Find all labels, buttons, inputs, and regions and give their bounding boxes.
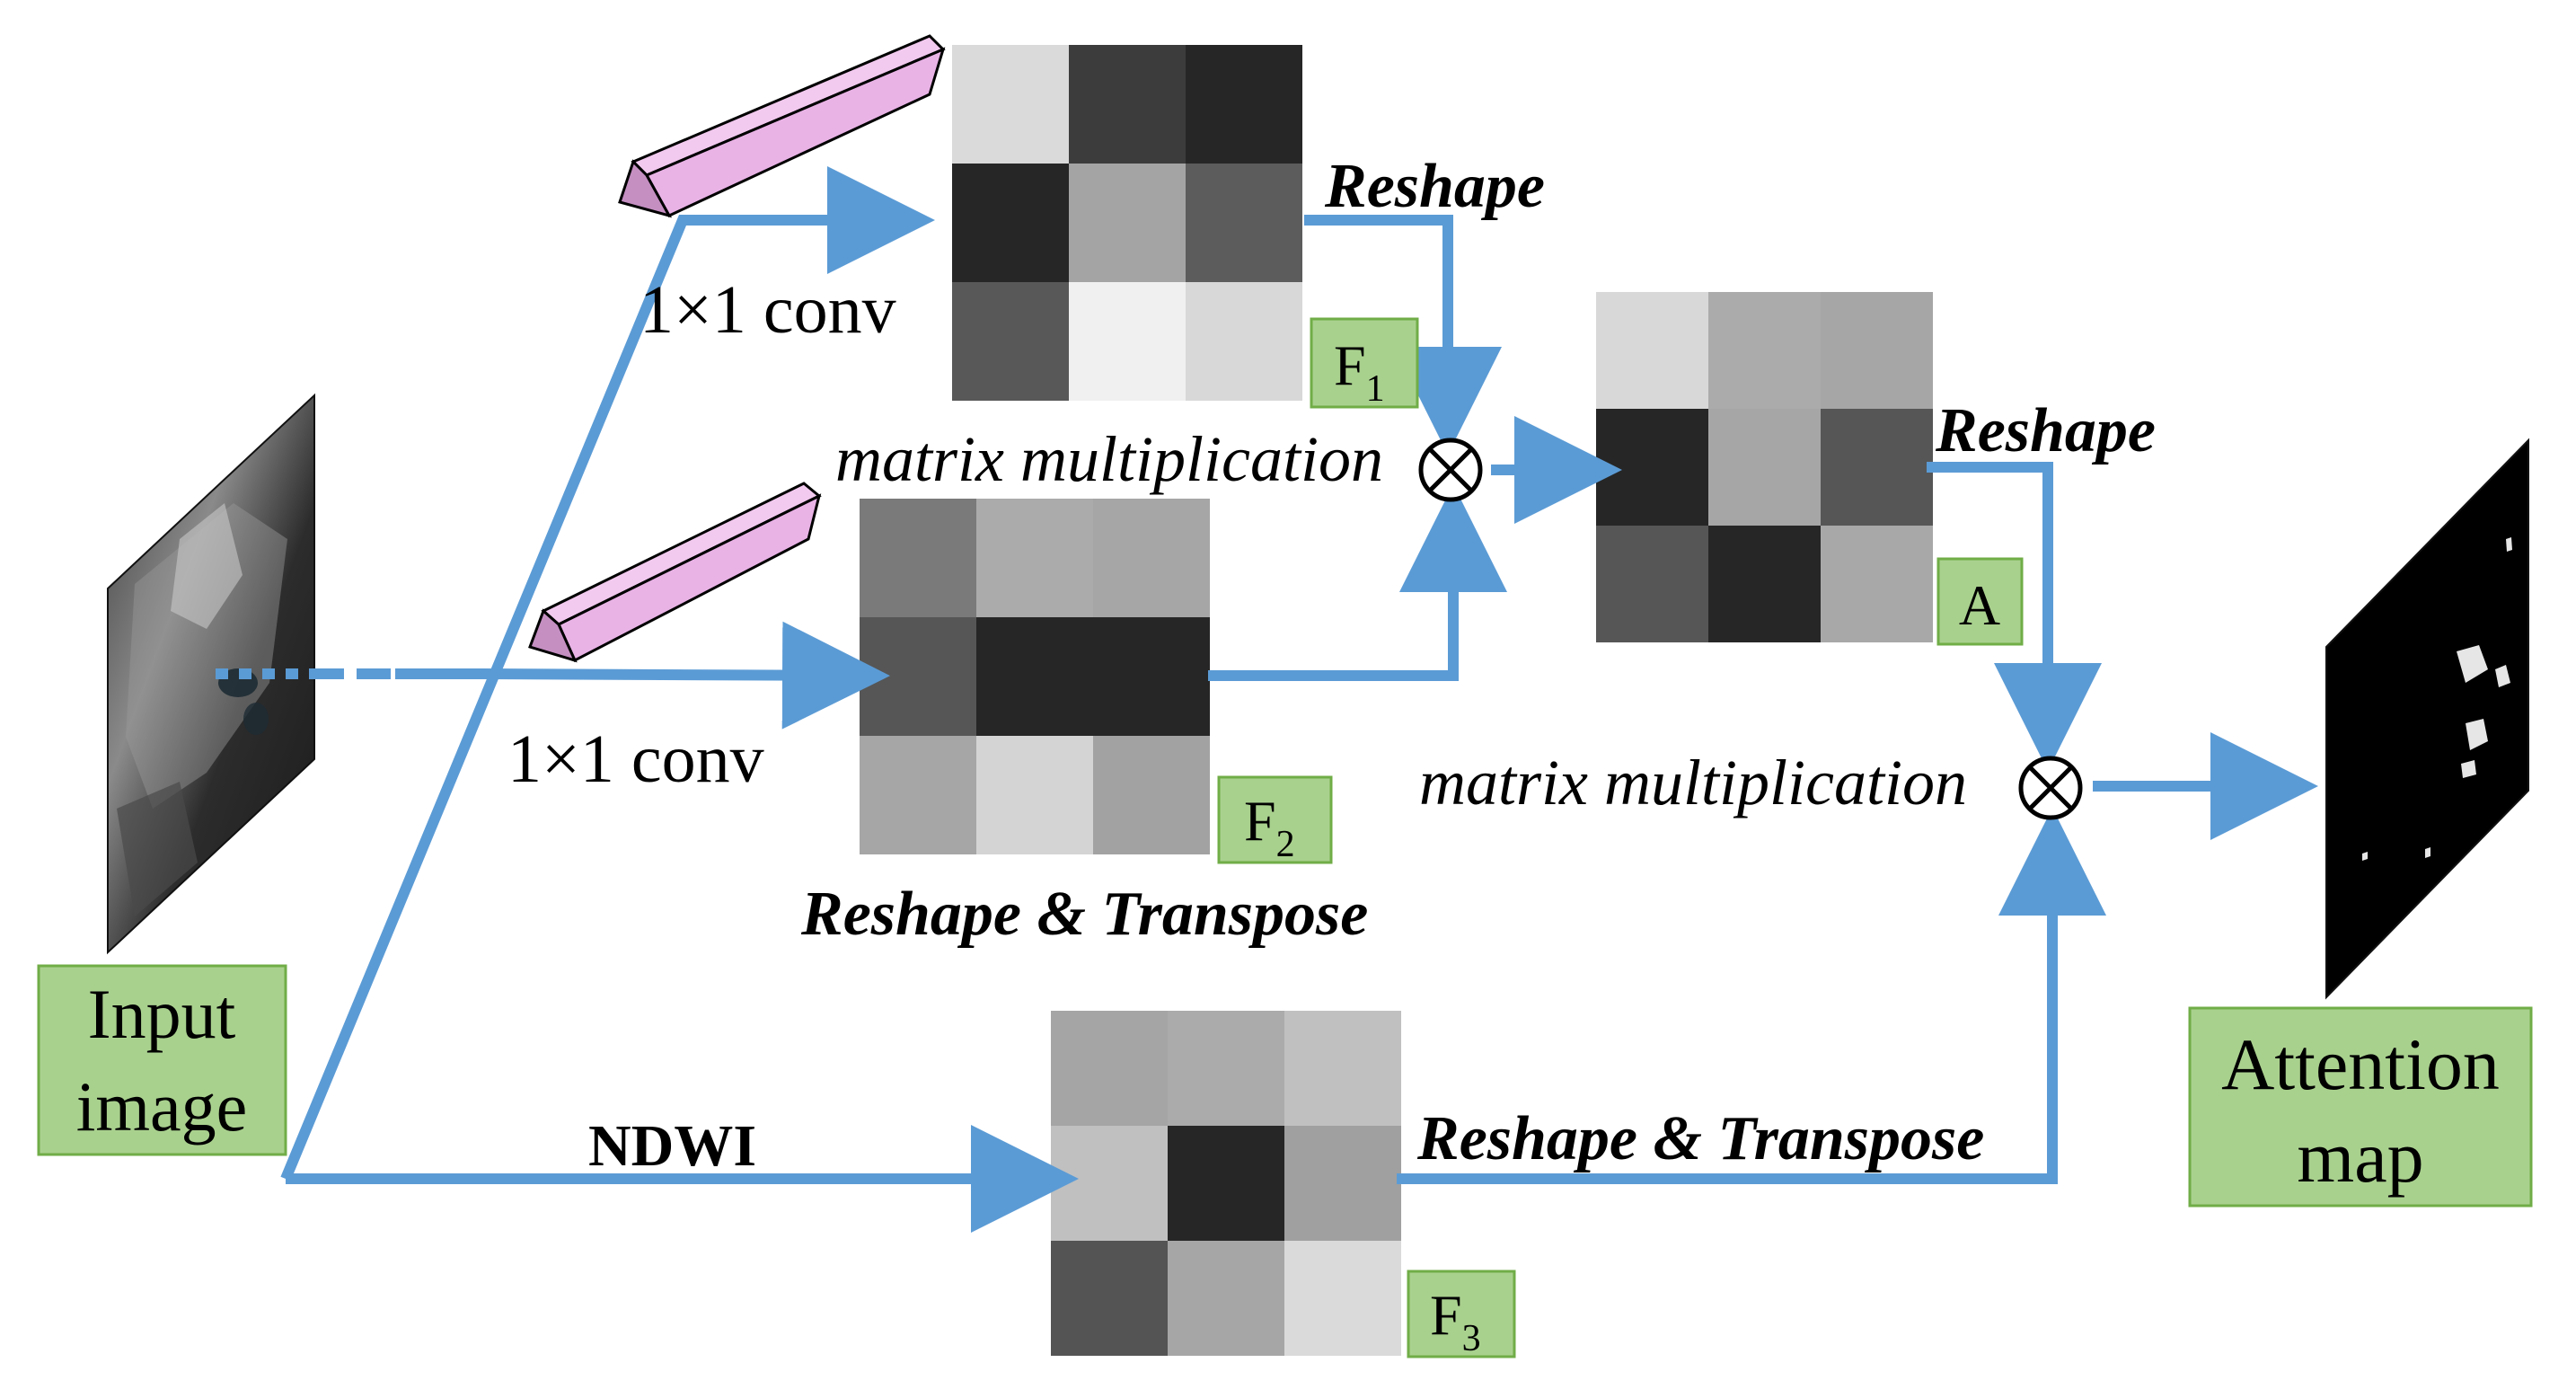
matrix-f1-cell	[1186, 45, 1302, 164]
matrix-f1-cell	[952, 282, 1069, 401]
a-label: A	[1959, 573, 2000, 637]
matrix-f1-cell	[952, 45, 1069, 164]
matrix-f2-cell	[976, 736, 1093, 854]
conv-top-label: 1×1 conv	[640, 272, 896, 348]
matrix-a-cell	[1596, 526, 1708, 642]
svg-text:F3: F3	[1430, 1283, 1481, 1359]
matrix-a	[1596, 292, 1933, 642]
conv-mid-label: 1×1 conv	[507, 721, 764, 797]
matrix-f3-cell	[1051, 1241, 1168, 1356]
matrix-f2-cell	[976, 617, 1093, 736]
arrow-f1-to-matmul1	[1304, 215, 1502, 455]
svg-text:F1: F1	[1334, 333, 1385, 410]
matrix-f3-cell	[1168, 1011, 1284, 1126]
input-image-label-line2: image	[76, 1067, 248, 1146]
matrix-f3-cell	[1284, 1126, 1401, 1241]
matmul-1-label: matrix multiplication	[835, 423, 1383, 495]
a-label-box: A	[1936, 557, 2024, 646]
attention-map-tile	[2325, 438, 2529, 1000]
attention-map-label-box: Attention map	[2188, 1006, 2533, 1208]
f1-label-base: F	[1334, 333, 1366, 397]
matrix-a-cell	[1708, 409, 1821, 526]
matrix-a-cell	[1708, 292, 1821, 409]
matrix-f2-cell	[1093, 499, 1210, 617]
matrix-f3-cell	[1168, 1241, 1284, 1356]
connectors	[216, 166, 2318, 1233]
matmul-operator-1	[1418, 438, 1483, 502]
matrix-f2-cell	[860, 499, 976, 617]
matrix-f3-cell	[1051, 1126, 1168, 1241]
reshape-transpose-f3-label: Reshape & Transpose	[1416, 1104, 1984, 1173]
arrow-a-to-matmul2	[1927, 462, 2102, 771]
f2-label-box: F2	[1217, 775, 1333, 865]
attention-map-label-line2: map	[2297, 1116, 2423, 1198]
matrix-f3-cell	[1284, 1241, 1401, 1356]
reshape-f1-label: Reshape	[1324, 152, 1545, 221]
input-image-tile	[107, 393, 315, 955]
f1-label-box: F1	[1310, 317, 1419, 410]
ndwi-label: NDWI	[588, 1113, 756, 1179]
matrix-f2-cell	[1093, 736, 1210, 854]
matrix-f2-cell	[976, 499, 1093, 617]
matrix-f2-cell	[1093, 617, 1210, 736]
matrix-f3	[1051, 1011, 1401, 1356]
matrix-f2-cell	[860, 736, 976, 854]
matrix-f2-cell	[860, 617, 976, 736]
matrix-f1-cell	[1069, 164, 1186, 282]
matrix-f1	[952, 45, 1302, 401]
arrow-f2-to-matmul1	[1208, 484, 1507, 681]
f2-label-sub: 2	[1276, 824, 1295, 865]
arrow-input-to-f1	[280, 166, 935, 1181]
matrix-f1-cell	[952, 164, 1069, 282]
matrix-a-cell	[1821, 526, 1933, 642]
matrix-f3-cell	[1168, 1126, 1284, 1241]
matrix-f1-cell	[1186, 282, 1302, 401]
f1-label-sub: 1	[1366, 368, 1385, 410]
f3-label-sub: 3	[1462, 1318, 1481, 1359]
arrow-f3-to-matmul2	[1397, 808, 2106, 1184]
f3-label-box: F3	[1407, 1270, 1516, 1359]
arrow-input-to-f2	[395, 621, 890, 730]
input-image-label-line1: Input	[88, 975, 236, 1053]
matrix-a-cell	[1596, 409, 1708, 526]
f2-label-base: F	[1244, 789, 1276, 853]
svg-text:F2: F2	[1244, 789, 1295, 865]
reshape-a-label: Reshape	[1935, 396, 2156, 465]
matrix-a-cell	[1708, 526, 1821, 642]
matmul-2-label: matrix multiplication	[1419, 747, 1967, 818]
matrix-f3-cell	[1284, 1011, 1401, 1126]
matrix-f1-cell	[1069, 282, 1186, 401]
matrix-f1-cell	[1069, 45, 1186, 164]
matrix-f3-cell	[1051, 1011, 1168, 1126]
matrix-a-cell	[1821, 409, 1933, 526]
attention-map-label-line1: Attention	[2221, 1023, 2500, 1105]
input-image-label-box: Input image	[37, 964, 287, 1156]
reshape-transpose-f2-label: Reshape & Transpose	[800, 880, 1368, 949]
matrix-f2	[860, 499, 1210, 854]
conv-block-mid	[528, 482, 822, 663]
conv-block-top	[618, 34, 946, 218]
matrix-a-cell	[1821, 292, 1933, 409]
matmul-operator-2	[2018, 756, 2083, 820]
matrix-f1-cell	[1186, 164, 1302, 282]
f3-label-base: F	[1430, 1283, 1462, 1347]
matrix-a-cell	[1596, 292, 1708, 409]
